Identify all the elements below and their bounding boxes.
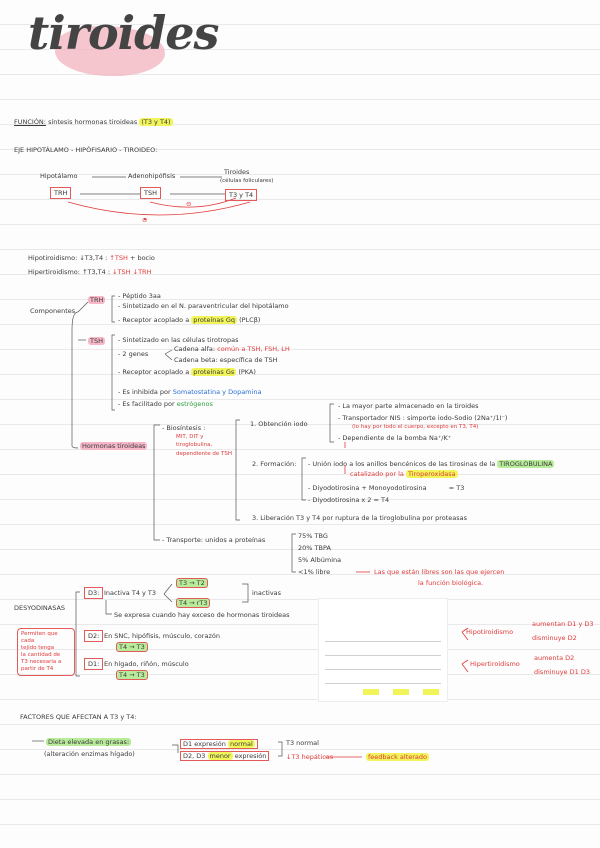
desyodinasas-label: DESYODINASAS <box>14 604 66 612</box>
thumb-highlight <box>393 689 409 695</box>
step-1-detail: - Dependiente de la bomba Na⁺/K⁺ <box>338 434 452 442</box>
d3-expresion: Se expresa cuando hay exceso de hormonas… <box>114 611 290 619</box>
trh-box: TRH <box>50 187 72 199</box>
tsh-line: - Sintetizado en las células tirotropas <box>118 336 239 344</box>
transporte-label: - Transporte: unidos a proteínas <box>162 536 266 544</box>
d3-text: Inactiva T4 y T3 <box>104 589 157 597</box>
step-2: 2. Formación: <box>252 460 297 468</box>
tsh-box: TSH <box>140 187 161 199</box>
tsh-line: - Es facilitado por estrógenos <box>118 400 213 408</box>
tiroides-label: Tiroides <box>224 168 250 176</box>
right-hiper-a: aumenta D2 <box>534 654 575 662</box>
hipertiroidismo-row: Hipertiroidismo: ↑T3,T4 : ↓TSH ↓TRH <box>28 268 152 276</box>
transporte-protein: <1% libre <box>298 568 331 576</box>
componentes-label: Componentes <box>30 307 76 315</box>
funcion-label: FUNCIÓN: <box>14 118 46 126</box>
step-2-detail: - Unión iodo a los anillos bencénicos de… <box>308 460 555 468</box>
trh-tag: TRH <box>88 296 106 304</box>
step-1-detail: - La mayor parte almacenado en la tiroid… <box>338 402 479 410</box>
step-1-note: (lo hay por todo el cuerpo, excepto en T… <box>352 424 479 430</box>
hipotiroidismo-row: Hipotiroidismo: ↓T3,T4 : ↑TSH + bocio <box>28 254 155 262</box>
transporte-note: la función biológica. <box>418 579 484 587</box>
tsh-alfa: Cadena alfa: común a TSH, FSH, LH <box>174 345 290 353</box>
factores-dieta: Dieta elevada en grasas: <box>46 738 132 746</box>
page-title: tiroides <box>28 6 219 60</box>
biosintesis-label: - Biosíntesis : <box>162 424 206 432</box>
thumb-line <box>325 683 441 684</box>
factores-dieta-note: (alteración enzimas hígado) <box>44 750 135 758</box>
eje-label: EJE HIPOTÁLAMO - HIPÓFISARIO - TIROIDEO: <box>14 146 158 154</box>
factores-o2b: feedback alterado <box>366 753 430 761</box>
transporte-protein: 5% Albúmina <box>298 556 342 564</box>
hipotalamo-label: Hipotálamo <box>40 172 78 180</box>
factores-r2: D2, D3 menor expresión <box>180 751 270 761</box>
d3-reaction: T4 → rT3 <box>176 598 211 608</box>
d1-reaction: T4 → T3 <box>116 670 148 680</box>
d2-reaction: T4 → T3 <box>116 642 148 652</box>
d1-text: En hígado, riñón, músculo <box>104 660 189 668</box>
biosintesis-note: MIT, DIT y <box>176 434 204 440</box>
d3-reaction: T3 → T2 <box>176 578 208 588</box>
right-hipo-a: aumentan D1 y D3 <box>532 620 594 628</box>
right-hiper-b: disminuye D1 D3 <box>534 668 590 676</box>
thumb-highlight <box>423 689 439 695</box>
factores-o1: T3 normal <box>286 739 319 747</box>
minus-sign: ⊖ <box>186 200 192 208</box>
biosintesis-note: dependiente de TSH <box>176 451 233 457</box>
thumb-line <box>325 641 441 642</box>
step-1: 1. Obtención iodo <box>250 420 308 428</box>
tsh-line: - Es inhibida por Somatostatina y Dopami… <box>118 388 262 396</box>
funcion-highlight: (T3 y T4) <box>139 118 173 126</box>
step-2-detail: - Diyodotirosina + Monoyodotirosina = T3 <box>308 484 465 492</box>
trh-line: - Péptido 3aa <box>118 292 161 300</box>
adeno-label: Adenohipófisis <box>128 172 176 180</box>
thumb-line <box>325 669 441 670</box>
step-1-detail: - Transportador NIS : simporte iodo-Sodi… <box>338 414 508 422</box>
d3-inactivas: inactivas <box>252 589 282 597</box>
factores-label: FACTORES QUE AFECTAN A T3 y T4: <box>20 713 137 721</box>
thumb-line <box>325 655 441 656</box>
d3-box: D3: <box>84 587 104 599</box>
d2-text: En SNC, hipófisis, músculo, corazón <box>104 632 220 640</box>
tsh-beta: Cadena beta: específica de TSH <box>174 356 278 364</box>
biosintesis-note: tiroglobulina, <box>176 442 213 448</box>
tsh-line: - Receptor acoplado a proteínas Gs (PKA) <box>118 368 256 376</box>
step-2-detail: - Diyodotirosina x 2 = T4 <box>308 496 390 504</box>
step-2-catalyst: catalizado por la Tiroperoxidasa <box>350 470 458 478</box>
transporte-note: Las que están libres son las que ejercen <box>374 568 505 576</box>
funcion-text: síntesis hormonas tiroideas <box>48 118 138 126</box>
factores-o2a: ↓T3 hepáticas <box>286 753 334 761</box>
d2-box: D2: <box>84 630 104 642</box>
t3t4-box: T3 y T4 <box>225 189 258 201</box>
hormonas-label: Hormonas tiroideas <box>80 442 148 450</box>
tsh-line: - 2 genes <box>118 350 149 358</box>
celulas-label: (células foliculares) <box>220 178 274 184</box>
right-hipo: Hipotiroidismo <box>466 628 514 636</box>
minus-sign: ⊖ <box>142 216 148 224</box>
trh-line: - Sintetizado en el N. paraventricular d… <box>118 302 289 310</box>
title-blob <box>55 26 165 76</box>
embedded-table-image <box>318 598 448 702</box>
right-hiper: Hipertiroidismo <box>470 660 520 668</box>
trh-line: - Receptor acoplado a proteínas Gq (PLCβ… <box>118 316 261 324</box>
funcion-row: FUNCIÓN: síntesis hormonas tiroideas (T3… <box>14 118 173 126</box>
desyodinasas-note: Permiten que cada tejido tenga la cantid… <box>17 628 75 676</box>
factores-r1: D1 expresión normal <box>180 739 258 749</box>
step-3: 3. Liberación T3 y T4 por ruptura de la … <box>252 514 468 522</box>
transporte-protein: 20% TBPA <box>298 544 331 552</box>
d1-box: D1: <box>84 658 104 670</box>
tsh-tag: TSH <box>88 337 105 345</box>
transporte-protein: 75% TBG <box>298 532 328 540</box>
right-hipo-b: disminuye D2 <box>532 634 577 642</box>
thumb-highlight <box>363 689 379 695</box>
